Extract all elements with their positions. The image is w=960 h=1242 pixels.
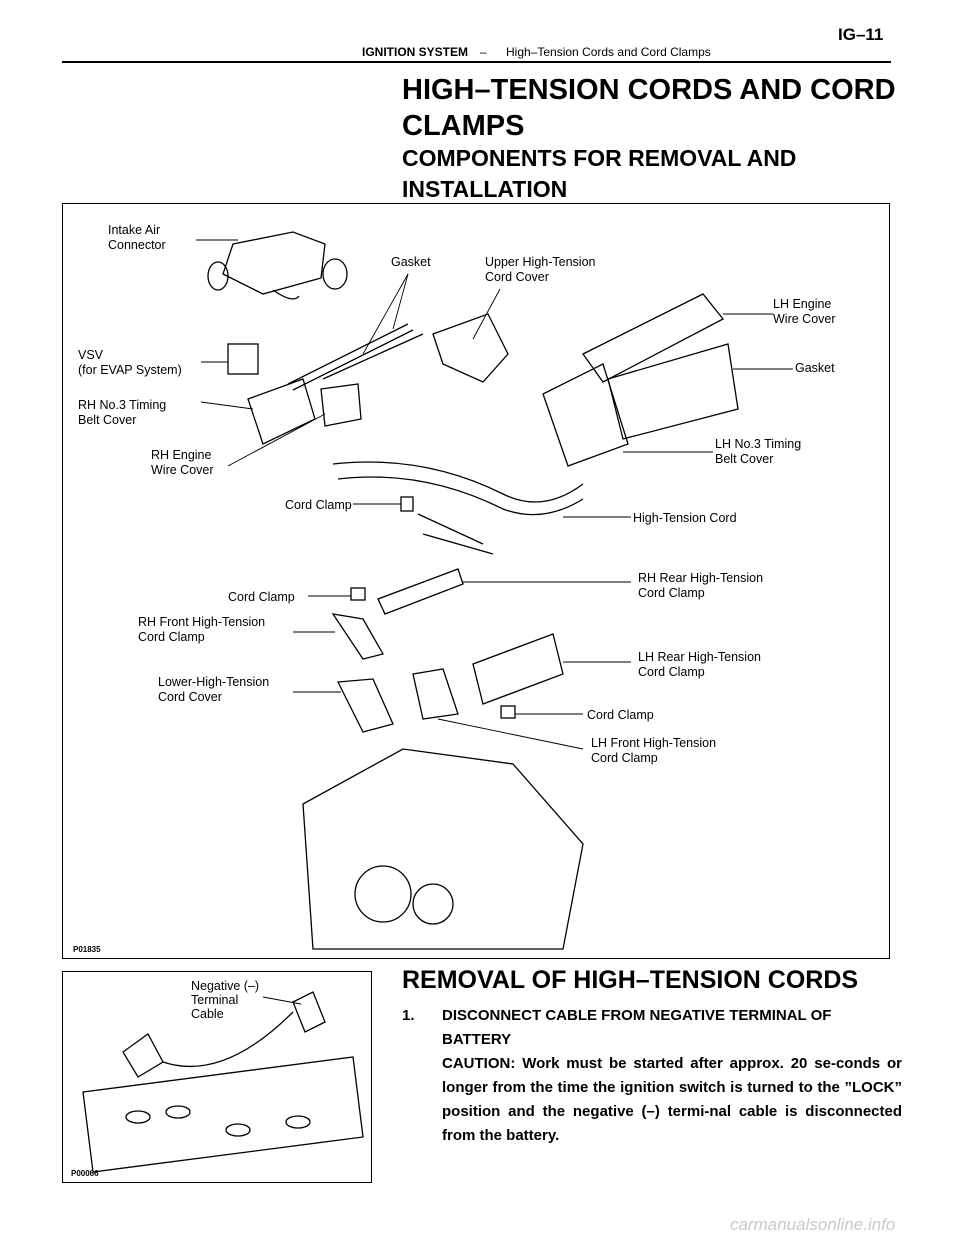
page-header: IGNITION SYSTEM – High–Tension Cords and… — [0, 25, 960, 63]
components-diagram: Intake Air Connector VSV (for EVAP Syste… — [62, 203, 890, 959]
label-rh-timing-2: Belt Cover — [78, 413, 136, 427]
intake-hose — [272, 289, 300, 300]
battery-diagram-svg: Negative (–) Terminal Cable P00066 — [71, 979, 364, 1178]
label-intake-1: Intake Air — [108, 223, 160, 237]
header-separator: – — [480, 45, 487, 59]
label-rh-timing-1: RH No.3 Timing — [78, 398, 166, 412]
page-subtitle: COMPONENTS FOR REMOVAL AND INSTALLATION — [402, 143, 922, 205]
leader-gasket-2 — [362, 273, 409, 355]
lh-rear-clamp-shape — [472, 633, 564, 705]
label-vsv-2: (for EVAP System) — [78, 363, 182, 377]
label-gasket-right: Gasket — [795, 361, 835, 375]
label-rh-front-1: RH Front High-Tension — [138, 615, 265, 629]
engine-block-shape — [302, 748, 584, 950]
engine-pulley-1 — [354, 865, 412, 923]
label-lh-rear-2: Cord Clamp — [638, 665, 705, 679]
rh-rear-clamp-shape — [377, 568, 464, 615]
rh-timing-cover-shape — [247, 378, 316, 445]
step-title-line-2: BATTERY — [442, 1031, 512, 1048]
negative-terminal-shape — [122, 1033, 164, 1078]
vsv-shape — [227, 343, 259, 375]
label-lh-engine-1: LH Engine — [773, 297, 831, 311]
lh-gasket-shape — [607, 343, 739, 440]
label-rh-rear-1: RH Rear High-Tension — [638, 571, 763, 585]
lower-cover-shape — [336, 678, 394, 733]
page-number: IG–11 — [838, 25, 884, 44]
step-number: 1. — [402, 1007, 415, 1024]
header-rule — [62, 61, 891, 63]
label-negative-1: Negative (–) — [191, 979, 259, 993]
components-diagram-svg: Intake Air Connector VSV (for EVAP Syste… — [73, 223, 836, 954]
label-upper-cover-2: Cord Cover — [485, 270, 549, 284]
cable-end-shape — [292, 991, 326, 1033]
label-negative-2: Terminal — [191, 993, 238, 1007]
label-lower-cover-2: Cord Cover — [158, 690, 222, 704]
label-lh-engine-2: Wire Cover — [773, 312, 836, 326]
cord-clamp-c-shape — [500, 705, 516, 719]
cord-leads — [417, 513, 494, 555]
battery-cap-3 — [225, 1123, 251, 1137]
label-lh-front-1: LH Front High-Tension — [591, 736, 716, 750]
battery-cap-2 — [165, 1105, 191, 1119]
battery-cable — [162, 1011, 294, 1068]
header-section: IGNITION SYSTEM — [362, 45, 469, 59]
rh-wire-cover-shape — [320, 383, 362, 427]
cord-clamp-b-shape — [350, 587, 366, 601]
label-cord-clamp-a: Cord Clamp — [285, 498, 352, 512]
gasket-strip-2 — [322, 333, 424, 380]
battery-diagram: Negative (–) Terminal Cable P00066 — [62, 971, 372, 1183]
label-upper-cover-1: Upper High-Tension — [485, 255, 596, 269]
caution-text: CAUTION: Work must be started after appr… — [442, 1055, 902, 1144]
battery-cap-1 — [125, 1110, 151, 1124]
figure1-code: P01835 — [73, 945, 101, 954]
label-rh-front-2: Cord Clamp — [138, 630, 205, 644]
label-intake-2: Connector — [108, 238, 166, 252]
label-negative-3: Cable — [191, 1007, 224, 1021]
title-line-2: CLAMPS — [402, 110, 525, 142]
intake-connector-shape — [222, 231, 326, 295]
leader-rh-timing — [200, 401, 254, 410]
figure2-code: P00066 — [71, 1169, 99, 1178]
intake-ring-left — [207, 261, 229, 291]
label-high-tension-cord: High-Tension Cord — [633, 511, 737, 525]
label-cord-clamp-b: Cord Clamp — [228, 590, 295, 604]
leader-negative — [262, 996, 302, 1005]
label-lh-timing-2: Belt Cover — [715, 452, 773, 466]
label-lh-front-2: Cord Clamp — [591, 751, 658, 765]
subtitle-line-1: COMPONENTS FOR REMOVAL AND — [402, 145, 797, 171]
engine-pulley-2 — [412, 883, 454, 925]
header-topic: High–Tension Cords and Cord Clamps — [506, 45, 711, 59]
title-line-1: HIGH–TENSION CORDS AND CORD — [402, 74, 896, 106]
watermark: carmanualsonline.info — [730, 1215, 896, 1234]
label-cord-clamp-c: Cord Clamp — [587, 708, 654, 722]
cord-clamp-a-shape — [400, 496, 414, 512]
label-lh-rear-1: LH Rear High-Tension — [638, 650, 761, 664]
subtitle-line-2: INSTALLATION — [402, 176, 568, 202]
cord-bundle-1 — [332, 461, 584, 503]
cord-bundle-2 — [337, 476, 584, 516]
leader-upper-cover — [472, 288, 501, 340]
leader-rh-engine — [227, 413, 326, 467]
label-rh-rear-2: Cord Clamp — [638, 586, 705, 600]
step-title-line-1: DISCONNECT CABLE FROM NEGATIVE TERMINAL … — [442, 1007, 832, 1024]
lh-timing-cover-shape — [542, 363, 629, 467]
leader-gasket-1 — [392, 273, 409, 330]
section-heading: REMOVAL OF HIGH–TENSION CORDS — [402, 966, 859, 994]
battery-top-shape — [82, 1056, 364, 1173]
lh-wire-cover-shape — [582, 293, 724, 383]
leader-lh-front — [437, 718, 584, 750]
gasket-strip-1 — [287, 323, 414, 391]
label-lower-cover-1: Lower-High-Tension — [158, 675, 269, 689]
upper-cover-shape — [432, 313, 509, 383]
label-rh-engine-1: RH Engine — [151, 448, 211, 462]
rh-front-clamp-shape — [331, 613, 384, 660]
label-rh-engine-2: Wire Cover — [151, 463, 214, 477]
lh-front-clamp-shape — [412, 668, 459, 720]
label-lh-timing-1: LH No.3 Timing — [715, 437, 801, 451]
label-vsv-1: VSV — [78, 348, 104, 362]
page-title: HIGH–TENSION CORDS AND CORD CLAMPS — [402, 72, 922, 144]
battery-cap-4 — [285, 1115, 311, 1129]
intake-ring-right — [322, 258, 348, 290]
label-gasket-top: Gasket — [391, 255, 431, 269]
